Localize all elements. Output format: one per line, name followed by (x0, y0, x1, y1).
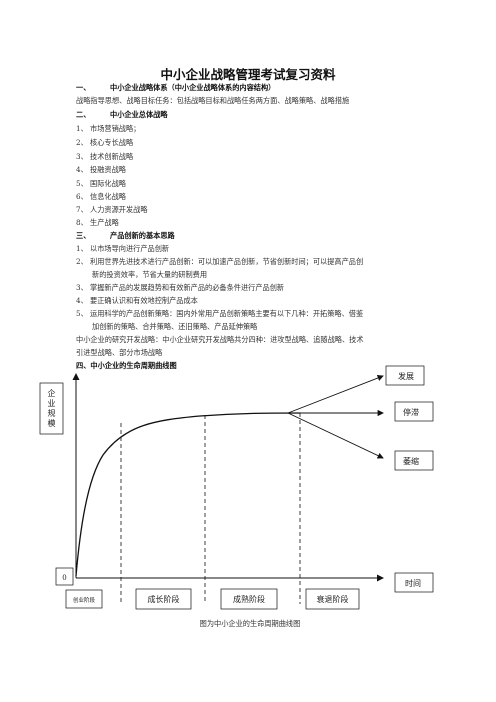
outcome-label-shrink: 萎缩 (403, 456, 419, 466)
section-3-title: 产品创新的基本思路 (110, 231, 175, 240)
stage-box-growth (135, 588, 192, 610)
section-2-number: 二、 (76, 110, 91, 119)
section-1-heading: 一、 中小企业战略体系（中小企业战略体系的内容结构） (76, 83, 275, 93)
stage-label-growth: 成长阶段 (148, 594, 180, 604)
arrow-develop (287, 375, 384, 414)
outcome-box-stagnate (394, 401, 434, 422)
list-item: 8、 生产战略 (76, 218, 119, 227)
section-3-number: 三、 (76, 231, 91, 240)
list-item-continuation: 新的投资效率，节省大量的研制费用 (92, 270, 208, 279)
section-2-title: 中小企业总体战略 (110, 110, 168, 119)
section-1-body: 战略指导思想、战略目标任务：包括战略目标和战略任务两方面、战略策略、战略措施 (76, 96, 350, 105)
paragraph: 中小企业的研究开发战略：中小企业研究开发战略共分四种：进攻型战略、追随战略、技术 (76, 335, 364, 344)
list-item: 1、 市场营销战略； (76, 124, 141, 133)
stage-label-maturity: 成熟阶段 (233, 594, 265, 604)
diagram-caption: 图为中小企业的生命周期曲线图 (200, 619, 301, 628)
page-title: 中小企业战略管理考试复习资料 (160, 67, 336, 82)
list-item: 6、 信息化战略 (76, 192, 126, 201)
list-item-continuation: 加创新的策略、合并策略、还旧策略、产品延伸策略 (92, 322, 258, 331)
list-item: 4、 投融资战略 (76, 165, 126, 174)
section-1-number: 一、 (76, 83, 91, 92)
list-item: 1、 以市场导向进行产品创新 (76, 244, 170, 253)
outcome-label-stagnate: 停滞 (403, 407, 419, 417)
paragraph: 引进型战略、部分市场战略 (76, 348, 163, 357)
list-item: 2、 利用世界先进技术进行产品创新：可以加速产品创新，节省创新时间；可以提高产品… (76, 257, 364, 266)
outcome-box-shrink (394, 450, 434, 471)
y-axis-label-char: 企 (48, 388, 56, 398)
outcome-label-develop: 发展 (398, 371, 414, 381)
x-axis-label-box (394, 572, 434, 593)
stage-box-startup (65, 589, 103, 609)
list-item: 3、 技术创新战略 (76, 152, 134, 161)
section-2-heading: 二、 中小企业总体战略 (76, 110, 168, 120)
list-item: 5、 国际化战略 (76, 179, 126, 188)
stage-label-decline: 衰退阶段 (317, 594, 349, 604)
section-4-heading: 四、中小企业的生命周期曲线图 (76, 361, 177, 370)
stage-label-startup: 创业阶段 (73, 596, 96, 604)
list-item: 3、 掌握新产品的发展趋势和有效新产品的必备条件进行产品创新 (76, 283, 285, 292)
section-1-title: 中小企业战略体系（中小企业战略体系的内容结构） (110, 83, 276, 92)
y-axis-label-char: 模 (48, 418, 56, 428)
y-axis-label-char: 业 (48, 398, 56, 408)
stage-box-decline (305, 588, 360, 610)
y-axis-label-box (39, 382, 64, 435)
list-item: 4、 要正确认识和有效地控制产品成本 (76, 296, 198, 305)
list-item: 7、 人力资源开发战略 (76, 205, 148, 214)
x-axis-label: 时间 (405, 578, 421, 588)
outcome-box-develop (385, 365, 425, 386)
life-cycle-curve (75, 412, 301, 577)
arrow-shrink (287, 412, 384, 459)
y-axis-label-char: 规 (48, 408, 56, 418)
stage-box-maturity (220, 588, 278, 610)
list-item: 2、 核心专长战略 (76, 138, 134, 147)
origin-label: 0 (62, 574, 66, 582)
list-item: 5、 运用科学的产品创新策略：国内外常用产品创新策略主要有以下几种：开拓策略、借… (76, 309, 364, 318)
section-3-heading: 三、 产品创新的基本思路 (76, 231, 175, 241)
origin-label-box (55, 567, 74, 586)
